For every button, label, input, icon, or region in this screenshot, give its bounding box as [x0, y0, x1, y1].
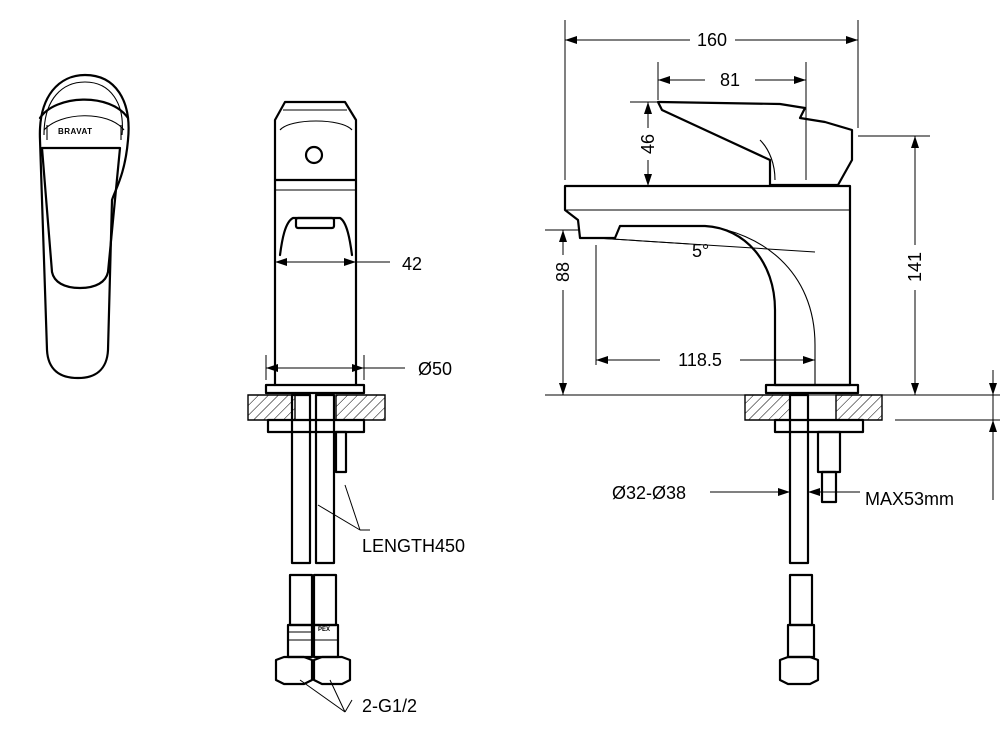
- front-view: PEX: [247, 100, 386, 686]
- dim-spout-height: 88: [553, 262, 573, 282]
- side-countertop-right: [835, 394, 883, 421]
- dim-connection: 2-G1/2: [362, 696, 417, 716]
- hose-left: [290, 393, 312, 565]
- dim-lever-height: 46: [638, 134, 658, 154]
- dim-hole-diameter: Ø32-Ø38: [612, 483, 686, 503]
- front-base-plate: [264, 383, 366, 395]
- countertop-right: [335, 394, 386, 421]
- dim-base-diameter: Ø50: [418, 359, 452, 379]
- side-countertop-left: [744, 394, 791, 421]
- dim-max-counter: MAX53mm: [865, 489, 954, 509]
- hose-tag: PEX: [318, 627, 330, 633]
- hose-right: [314, 393, 336, 565]
- dim-total-height: 141: [905, 252, 925, 282]
- countertop-left: [247, 394, 296, 421]
- brand-logo: BRAVAT: [58, 127, 93, 136]
- hose-nut-right: [312, 655, 352, 686]
- side-base-plate: [764, 383, 860, 395]
- mounting-rod: [334, 430, 348, 474]
- handle-indicator: [304, 145, 324, 165]
- dim-lever-length: 81: [720, 70, 740, 90]
- side-view: [563, 100, 883, 686]
- hose-nut-left: [274, 655, 314, 686]
- dim-body-width: 42: [402, 254, 422, 274]
- dim-spout-reach: 118.5: [678, 350, 722, 370]
- aerator: [294, 216, 336, 230]
- dimension-labels: 160 81 46 5° 88 141 118.5 42 Ø50 Ø32-Ø38…: [362, 30, 954, 716]
- dim-spout-angle: 5°: [692, 241, 709, 261]
- top-view: BRAVAT: [38, 73, 130, 380]
- dimension-lines: [265, 20, 1000, 713]
- dim-overall-length: 160: [697, 30, 727, 50]
- dim-hose-length: LENGTH450: [362, 536, 465, 556]
